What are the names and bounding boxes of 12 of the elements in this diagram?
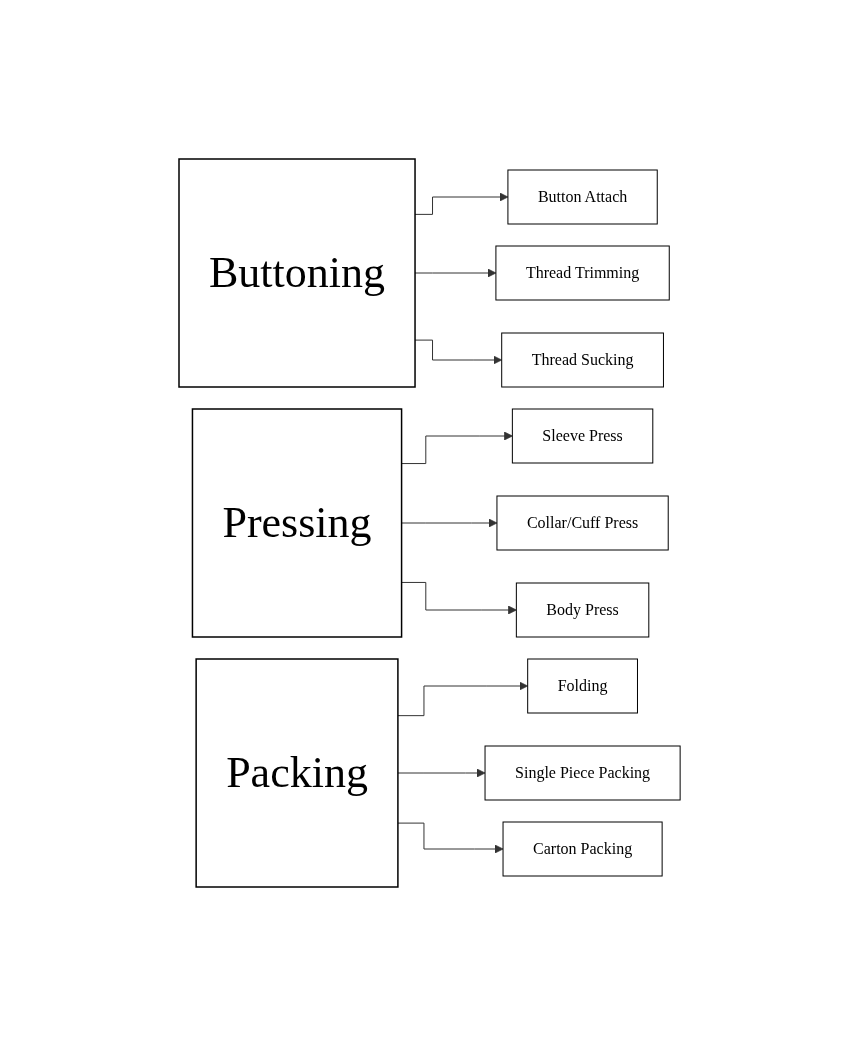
node-box: Folding xyxy=(527,658,639,713)
node-box: Thread Trimming xyxy=(495,245,671,300)
node-box: Sleeve Press xyxy=(512,408,654,463)
node-box: Buttoning xyxy=(178,157,417,388)
node-box: Body Press xyxy=(516,582,650,637)
node-box: Packing xyxy=(195,657,400,888)
node-box: Thread Sucking xyxy=(501,332,665,387)
node-box: Single Piece Packing xyxy=(484,745,682,800)
node-box: Button Attach xyxy=(507,169,659,224)
node-box: Carton Packing xyxy=(502,821,664,876)
node-box: Pressing xyxy=(192,407,403,638)
node-box: Collar/Cuff Press xyxy=(496,495,670,550)
